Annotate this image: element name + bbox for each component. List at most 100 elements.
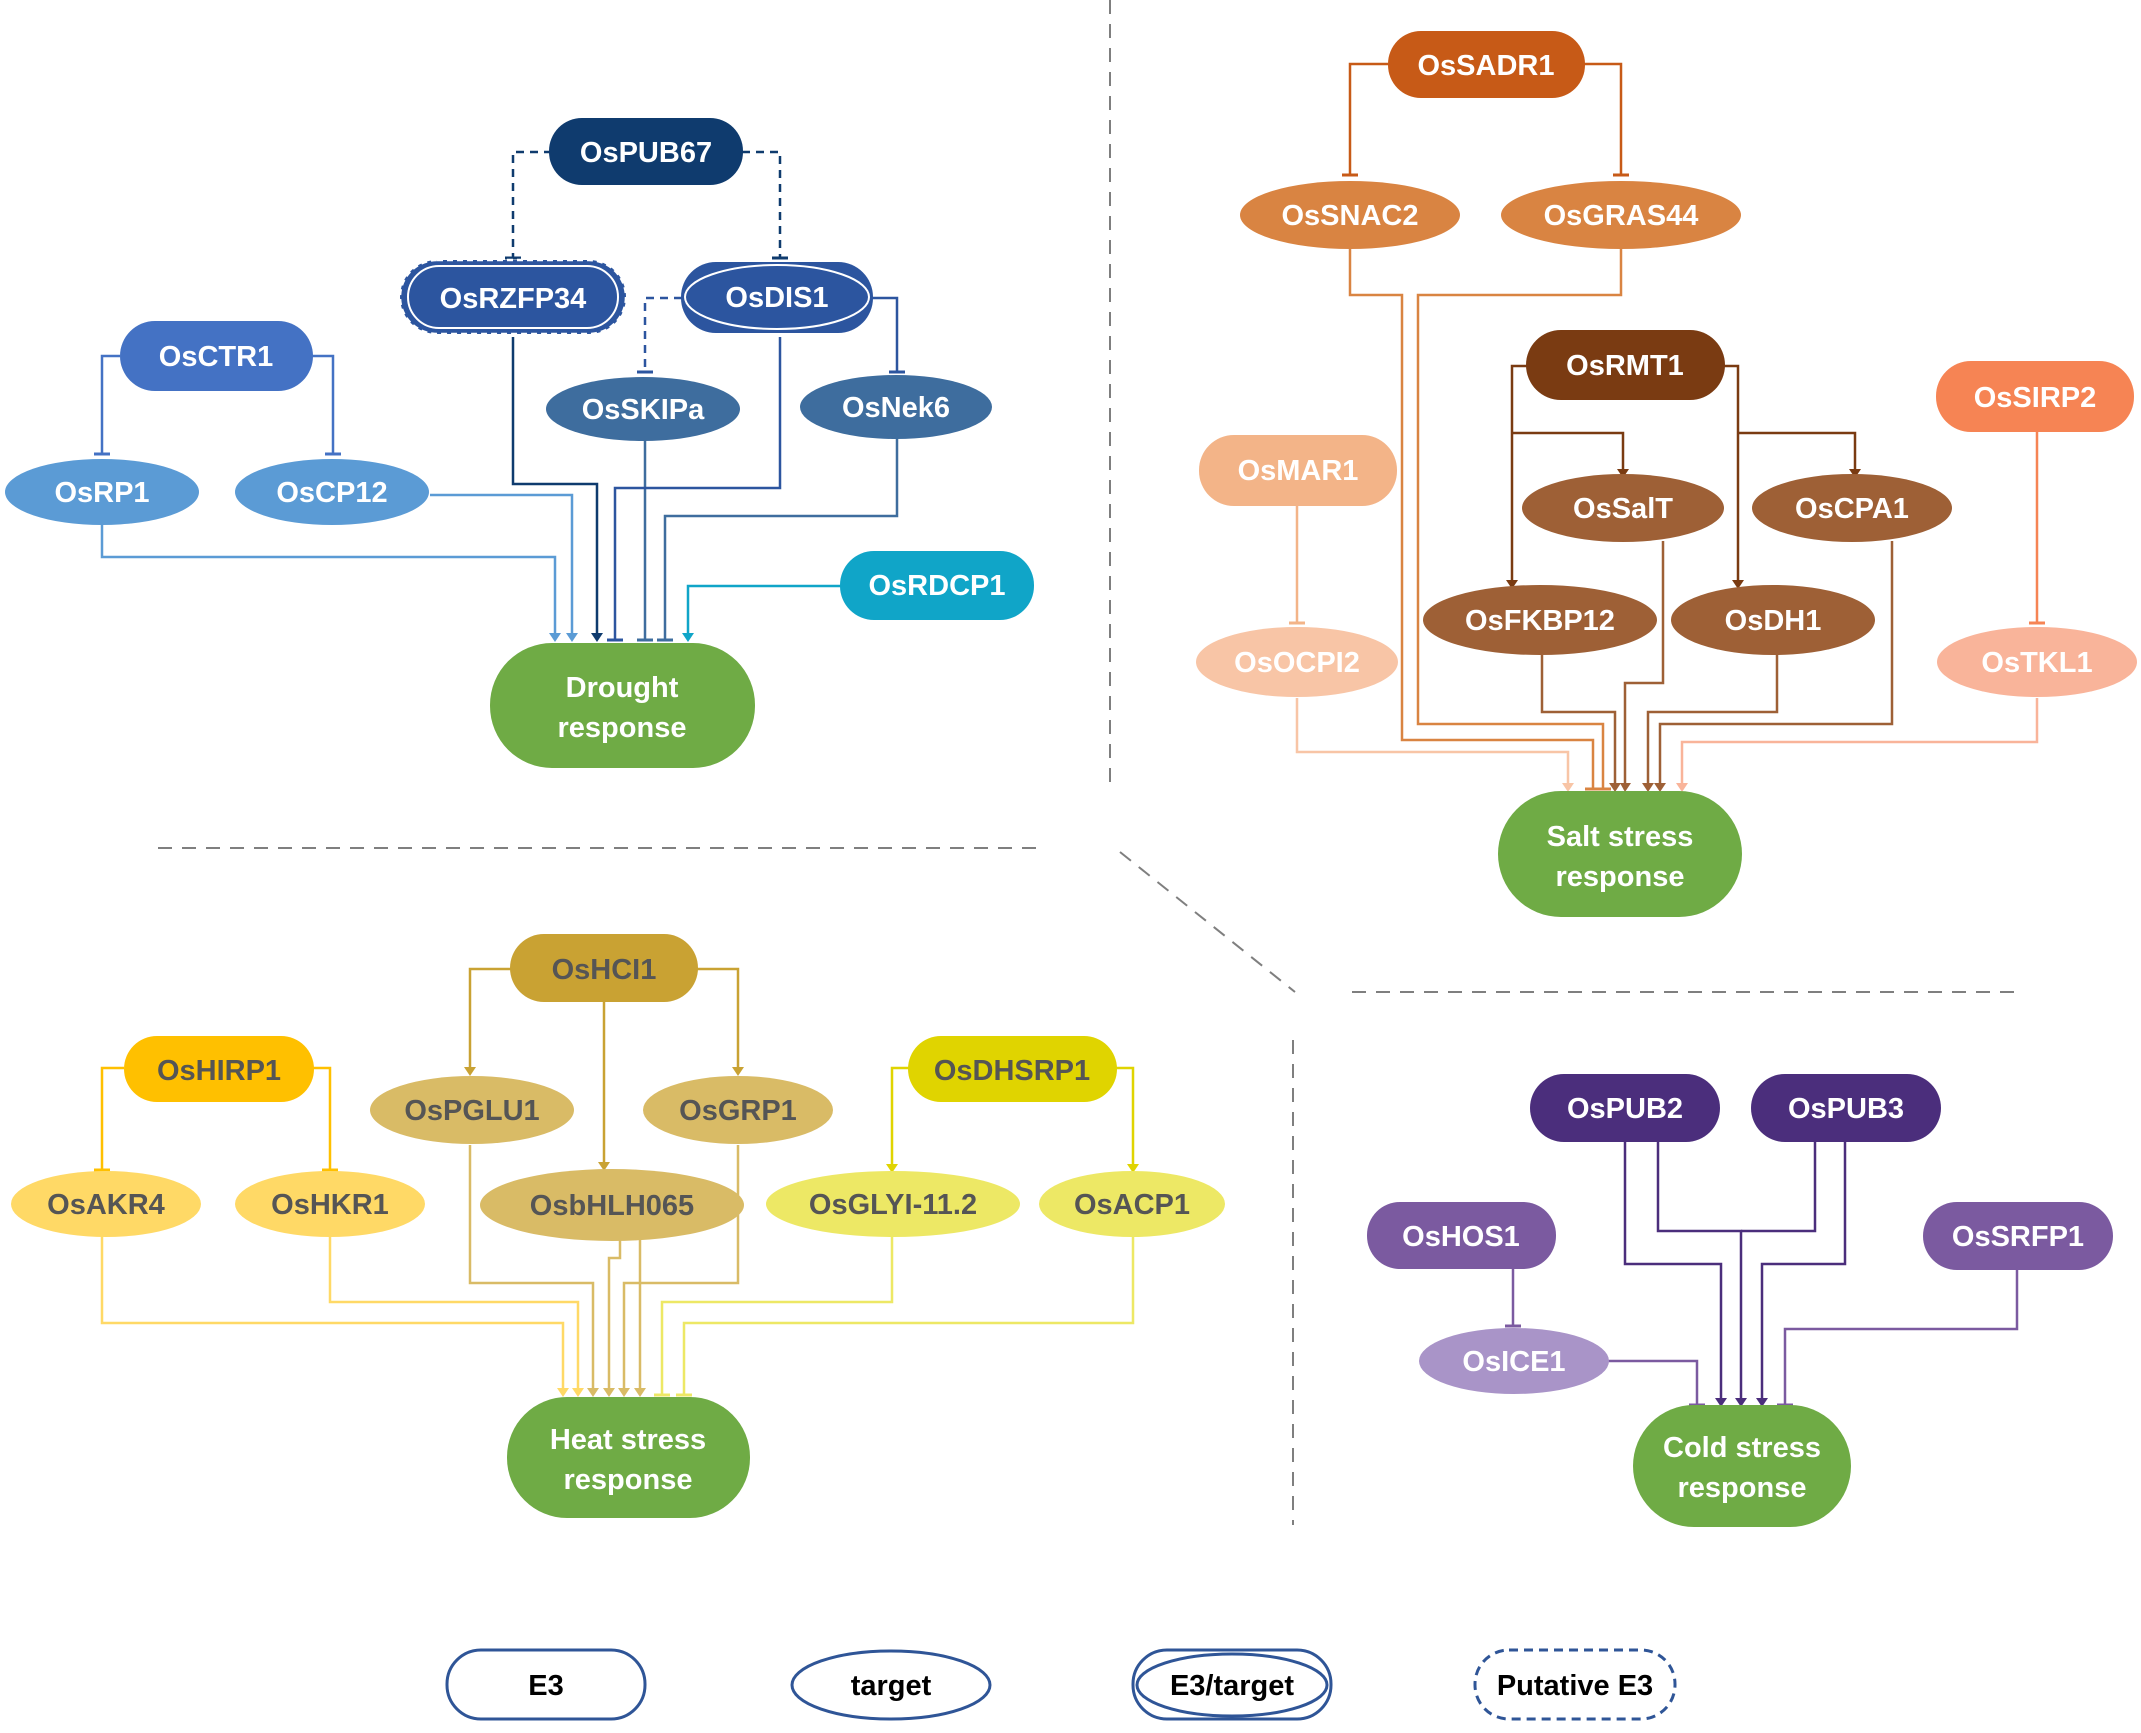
osrzfp34-to-drought bbox=[511, 337, 599, 640]
node-osskipa[interactable]: OsSKIPa bbox=[546, 377, 740, 441]
node-oshci1[interactable]: OsHCI1 bbox=[510, 934, 698, 1002]
node-ossirp2[interactable]: OsSIRP2 bbox=[1936, 361, 2134, 432]
ospub3-shape bbox=[1751, 1074, 1941, 1142]
node-osacp1[interactable]: OsACP1 bbox=[1039, 1171, 1225, 1237]
node-osgras44[interactable]: OsGRAS44 bbox=[1501, 181, 1741, 249]
arrow-ostkl1-salt bbox=[1676, 783, 1688, 792]
osnek6-shape bbox=[800, 375, 992, 439]
osrdcp1-shape bbox=[840, 551, 1034, 620]
osdh1-shape bbox=[1671, 585, 1875, 655]
node-osgrp1[interactable]: OsGRP1 bbox=[643, 1076, 833, 1144]
arrow-osgrp1-heat bbox=[618, 1388, 630, 1397]
node-osrp1[interactable]: OsRP1 bbox=[5, 459, 199, 525]
arrow-osbhlh065 bbox=[598, 1162, 610, 1171]
node-heat-response[interactable]: Heat stress response bbox=[507, 1397, 750, 1518]
node-osocpi2[interactable]: OsOCPI2 bbox=[1196, 627, 1398, 697]
node-osice1[interactable]: OsICE1 bbox=[1419, 1328, 1609, 1394]
oscpa1-shape bbox=[1752, 474, 1952, 542]
arrow-osfkbp12-salt bbox=[1609, 783, 1621, 792]
node-oshirp1[interactable]: OsHIRP1 bbox=[124, 1036, 314, 1102]
osacp1-shape bbox=[1039, 1171, 1225, 1237]
node-ossalt[interactable]: OsSalT bbox=[1522, 474, 1724, 542]
node-salt-response[interactable]: Salt stress response bbox=[1498, 791, 1742, 917]
node-oscpa1[interactable]: OsCPA1 bbox=[1752, 474, 1952, 542]
node-osrmt1[interactable]: OsRMT1 bbox=[1526, 330, 1725, 400]
osocpi2-label: OsOCPI2 bbox=[1234, 647, 1360, 679]
ostkl1-label: OsTKL1 bbox=[1981, 647, 2092, 679]
divider-diagonal bbox=[1119, 851, 1296, 993]
ospub3-label: OsPUB3 bbox=[1788, 1093, 1904, 1125]
osglyi-shape bbox=[766, 1171, 1020, 1237]
node-osrdcp1[interactable]: OsRDCP1 bbox=[840, 551, 1034, 620]
osctr1-to-oscp12 bbox=[310, 354, 335, 454]
node-ossadr1[interactable]: OsSADR1 bbox=[1388, 31, 1585, 98]
node-cold-response[interactable]: Cold stress response bbox=[1633, 1405, 1851, 1527]
node-osrzfp34[interactable]: OsRZFP34 bbox=[398, 258, 628, 336]
osdis1-to-osskipa bbox=[643, 296, 682, 372]
node-ospglu1[interactable]: OsPGLU1 bbox=[370, 1076, 574, 1144]
legend-e3-target-inner bbox=[1135, 1652, 1329, 1718]
salt-response-shape bbox=[1498, 791, 1742, 917]
node-osdhsrp1[interactable]: OsDHSRP1 bbox=[908, 1036, 1117, 1102]
osrmt1-to-ossalt bbox=[1512, 431, 1625, 474]
ospub67-to-osdis1 bbox=[742, 150, 782, 258]
legend-putative-e3-label: Putative E3 bbox=[1497, 1670, 1653, 1702]
node-osfkbp12[interactable]: OsFKBP12 bbox=[1423, 585, 1657, 655]
oshos1-label: OsHOS1 bbox=[1402, 1221, 1520, 1253]
osctr1-label: OsCTR1 bbox=[159, 341, 273, 373]
ospub2-to-cold-a bbox=[1623, 1140, 1723, 1405]
salt-response-label-line2: response bbox=[1556, 861, 1685, 893]
legend-item-e3-target: E3/target bbox=[1131, 1648, 1333, 1721]
node-ossrfp1[interactable]: OsSRFP1 bbox=[1923, 1202, 2113, 1270]
oshkr1-label: OsHKR1 bbox=[271, 1189, 389, 1221]
ospub67-label: OsPUB67 bbox=[580, 137, 712, 169]
ospglu1-shape bbox=[370, 1076, 574, 1144]
node-osnek6[interactable]: OsNek6 bbox=[800, 375, 992, 439]
node-osdh1[interactable]: OsDH1 bbox=[1671, 585, 1875, 655]
legend-putative-e3-shape bbox=[1473, 1648, 1677, 1721]
node-ostkl1[interactable]: OsTKL1 bbox=[1937, 627, 2137, 697]
osrzfp34-label: OsRZFP34 bbox=[440, 283, 587, 315]
ossrfp1-to-cold bbox=[1783, 1270, 2019, 1405]
node-osctr1[interactable]: OsCTR1 bbox=[120, 321, 313, 391]
legend-e3-target-shape bbox=[1131, 1648, 1333, 1721]
osrmt1-to-osdh1 bbox=[1723, 364, 1740, 585]
heat-response-label-line1: Heat stress bbox=[550, 1424, 706, 1456]
node-ospub2[interactable]: OsPUB2 bbox=[1530, 1074, 1720, 1142]
node-ossnac2[interactable]: OsSNAC2 bbox=[1240, 181, 1460, 249]
node-oshkr1[interactable]: OsHKR1 bbox=[235, 1171, 425, 1237]
oshci1-shape bbox=[510, 934, 698, 1002]
ospub2-to-cold-b bbox=[1656, 1140, 1743, 1405]
node-osbhlh065[interactable]: OsbHLH065 bbox=[480, 1169, 744, 1241]
osice1-to-cold bbox=[1608, 1359, 1699, 1405]
osdhsrp1-label: OsDHSRP1 bbox=[934, 1055, 1090, 1087]
osacp1-label: OsACP1 bbox=[1074, 1189, 1190, 1221]
node-oshos1[interactable]: OsHOS1 bbox=[1367, 1202, 1556, 1269]
osrzfp34-shape bbox=[398, 258, 628, 336]
legend-item-putative-e3: Putative E3 bbox=[1473, 1648, 1677, 1721]
ossnac2-label: OsSNAC2 bbox=[1282, 200, 1419, 232]
node-ospub3[interactable]: OsPUB3 bbox=[1751, 1074, 1941, 1142]
arrow-ospglu1-heat bbox=[587, 1388, 599, 1397]
osdis1-to-osnek6 bbox=[872, 296, 899, 372]
node-osakr4[interactable]: OsAKR4 bbox=[11, 1171, 201, 1237]
ossalt-shape bbox=[1522, 474, 1724, 542]
arrow-osacp1 bbox=[1127, 1164, 1139, 1173]
osbhlh065-to-heat bbox=[607, 1240, 622, 1395]
osrzfp34-inner bbox=[407, 265, 619, 329]
node-oscp12[interactable]: OsCP12 bbox=[235, 459, 429, 525]
oscpa1-label: OsCPA1 bbox=[1795, 493, 1909, 525]
ossalt-to-salt bbox=[1623, 541, 1665, 790]
drought-response-shape bbox=[490, 643, 755, 768]
oshirp1-shape bbox=[124, 1036, 314, 1102]
osgrp1-shape bbox=[643, 1076, 833, 1144]
osgras44-label: OsGRAS44 bbox=[1544, 200, 1699, 232]
node-drought-response[interactable]: Drought response bbox=[490, 643, 755, 768]
node-ospub67[interactable]: OsPUB67 bbox=[549, 118, 743, 185]
node-osglyi[interactable]: OsGLYI-11.2 bbox=[766, 1171, 1020, 1237]
osdhsrp1-to-osacp1 bbox=[1115, 1066, 1135, 1170]
node-osdis1[interactable]: OsDIS1 bbox=[681, 262, 873, 333]
node-osmar1[interactable]: OsMAR1 bbox=[1199, 435, 1397, 506]
legend-e3-shape bbox=[445, 1648, 647, 1721]
